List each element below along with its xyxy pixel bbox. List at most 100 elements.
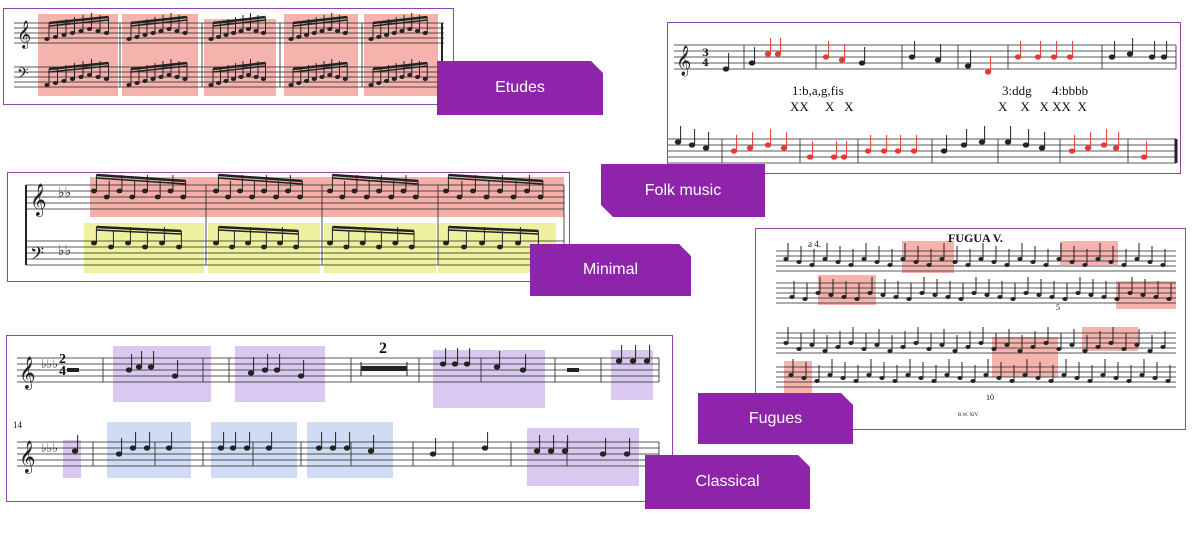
note-head [1004,263,1010,267]
note-beam [292,19,348,27]
note-head [952,260,958,264]
note-head [970,379,976,383]
fugue-score [776,241,1176,395]
note-head [814,379,820,383]
svg-text:♭♭: ♭♭ [58,185,71,201]
note-head [44,37,50,41]
note-head [265,445,273,451]
note-head [991,347,997,351]
svg-text:𝄞: 𝄞 [19,356,36,390]
note-head [887,263,893,267]
note-beam [332,177,419,185]
note-head [1114,297,1120,301]
note-head [126,83,132,87]
note-head [223,33,229,37]
note-head [880,148,888,154]
note-head [1075,291,1081,295]
note-head [261,367,269,373]
note-head [841,295,847,299]
note-head [296,35,302,39]
note-head [1049,295,1055,299]
note-head [497,188,503,194]
note-head [1121,347,1127,351]
classical-rest-count: 2 [379,340,387,357]
note-head [1082,263,1088,267]
note-head [388,194,395,200]
note-head [296,81,302,85]
note-beam [292,65,348,73]
note-head [134,35,140,39]
note-head [1068,148,1076,154]
note-head [339,194,346,200]
note-beam [332,173,419,183]
note-head [392,240,399,246]
genre-tag-minimal: Minimal [530,244,691,296]
note-head [537,194,544,200]
note-head [176,244,182,250]
note-head [1050,54,1058,60]
note-head [944,373,950,377]
note-beam [130,65,188,73]
note-head [334,29,341,33]
note-head [253,75,259,79]
note-head [414,75,421,79]
note-head [237,188,243,194]
note-head [830,154,838,160]
note-head [848,341,854,345]
note-head [273,367,281,373]
note-head [910,148,918,154]
note-head [103,194,110,200]
note-head [1153,295,1159,299]
note-head [439,361,447,367]
note-head [1004,139,1012,145]
note-head [376,244,382,250]
note-head [894,148,902,154]
note-head [1036,293,1042,297]
note-head [1088,293,1094,297]
note-beam [218,229,299,235]
note-head [629,358,637,364]
note-head [142,33,148,37]
note-head [429,451,437,457]
note-head [1152,376,1158,380]
note-head [1095,257,1101,261]
note-head [238,29,244,33]
note-head [906,297,912,301]
note-head [297,373,305,379]
note-head [334,75,341,79]
note-beam [292,61,348,71]
note-head [1121,263,1127,267]
note-head [809,343,815,347]
note-head [840,376,846,380]
note-head [1022,373,1028,377]
note-head [900,345,906,349]
note-head [1048,379,1054,383]
note-head [764,51,772,57]
note-head [1082,349,1088,353]
note-head [230,31,237,35]
note-head [288,83,294,87]
note-head [261,188,267,194]
note-head [327,240,333,246]
note-head [223,79,229,83]
note-head [561,448,569,454]
note-head [1004,343,1010,347]
note-head [828,293,834,297]
note-head [129,445,137,451]
note-head [158,29,164,33]
note-head [1100,142,1108,148]
note-head [481,445,489,451]
note-head [934,57,942,63]
note-head [407,73,413,77]
note-head [229,244,235,250]
note-head [1148,54,1156,60]
note-head [150,77,156,81]
note-beam [130,15,188,25]
note-head [510,194,517,200]
note-head [918,376,924,380]
note-head [623,451,631,457]
note-beam [48,65,109,73]
note-head [497,244,503,250]
note-head [142,79,148,83]
note-head [931,379,937,383]
